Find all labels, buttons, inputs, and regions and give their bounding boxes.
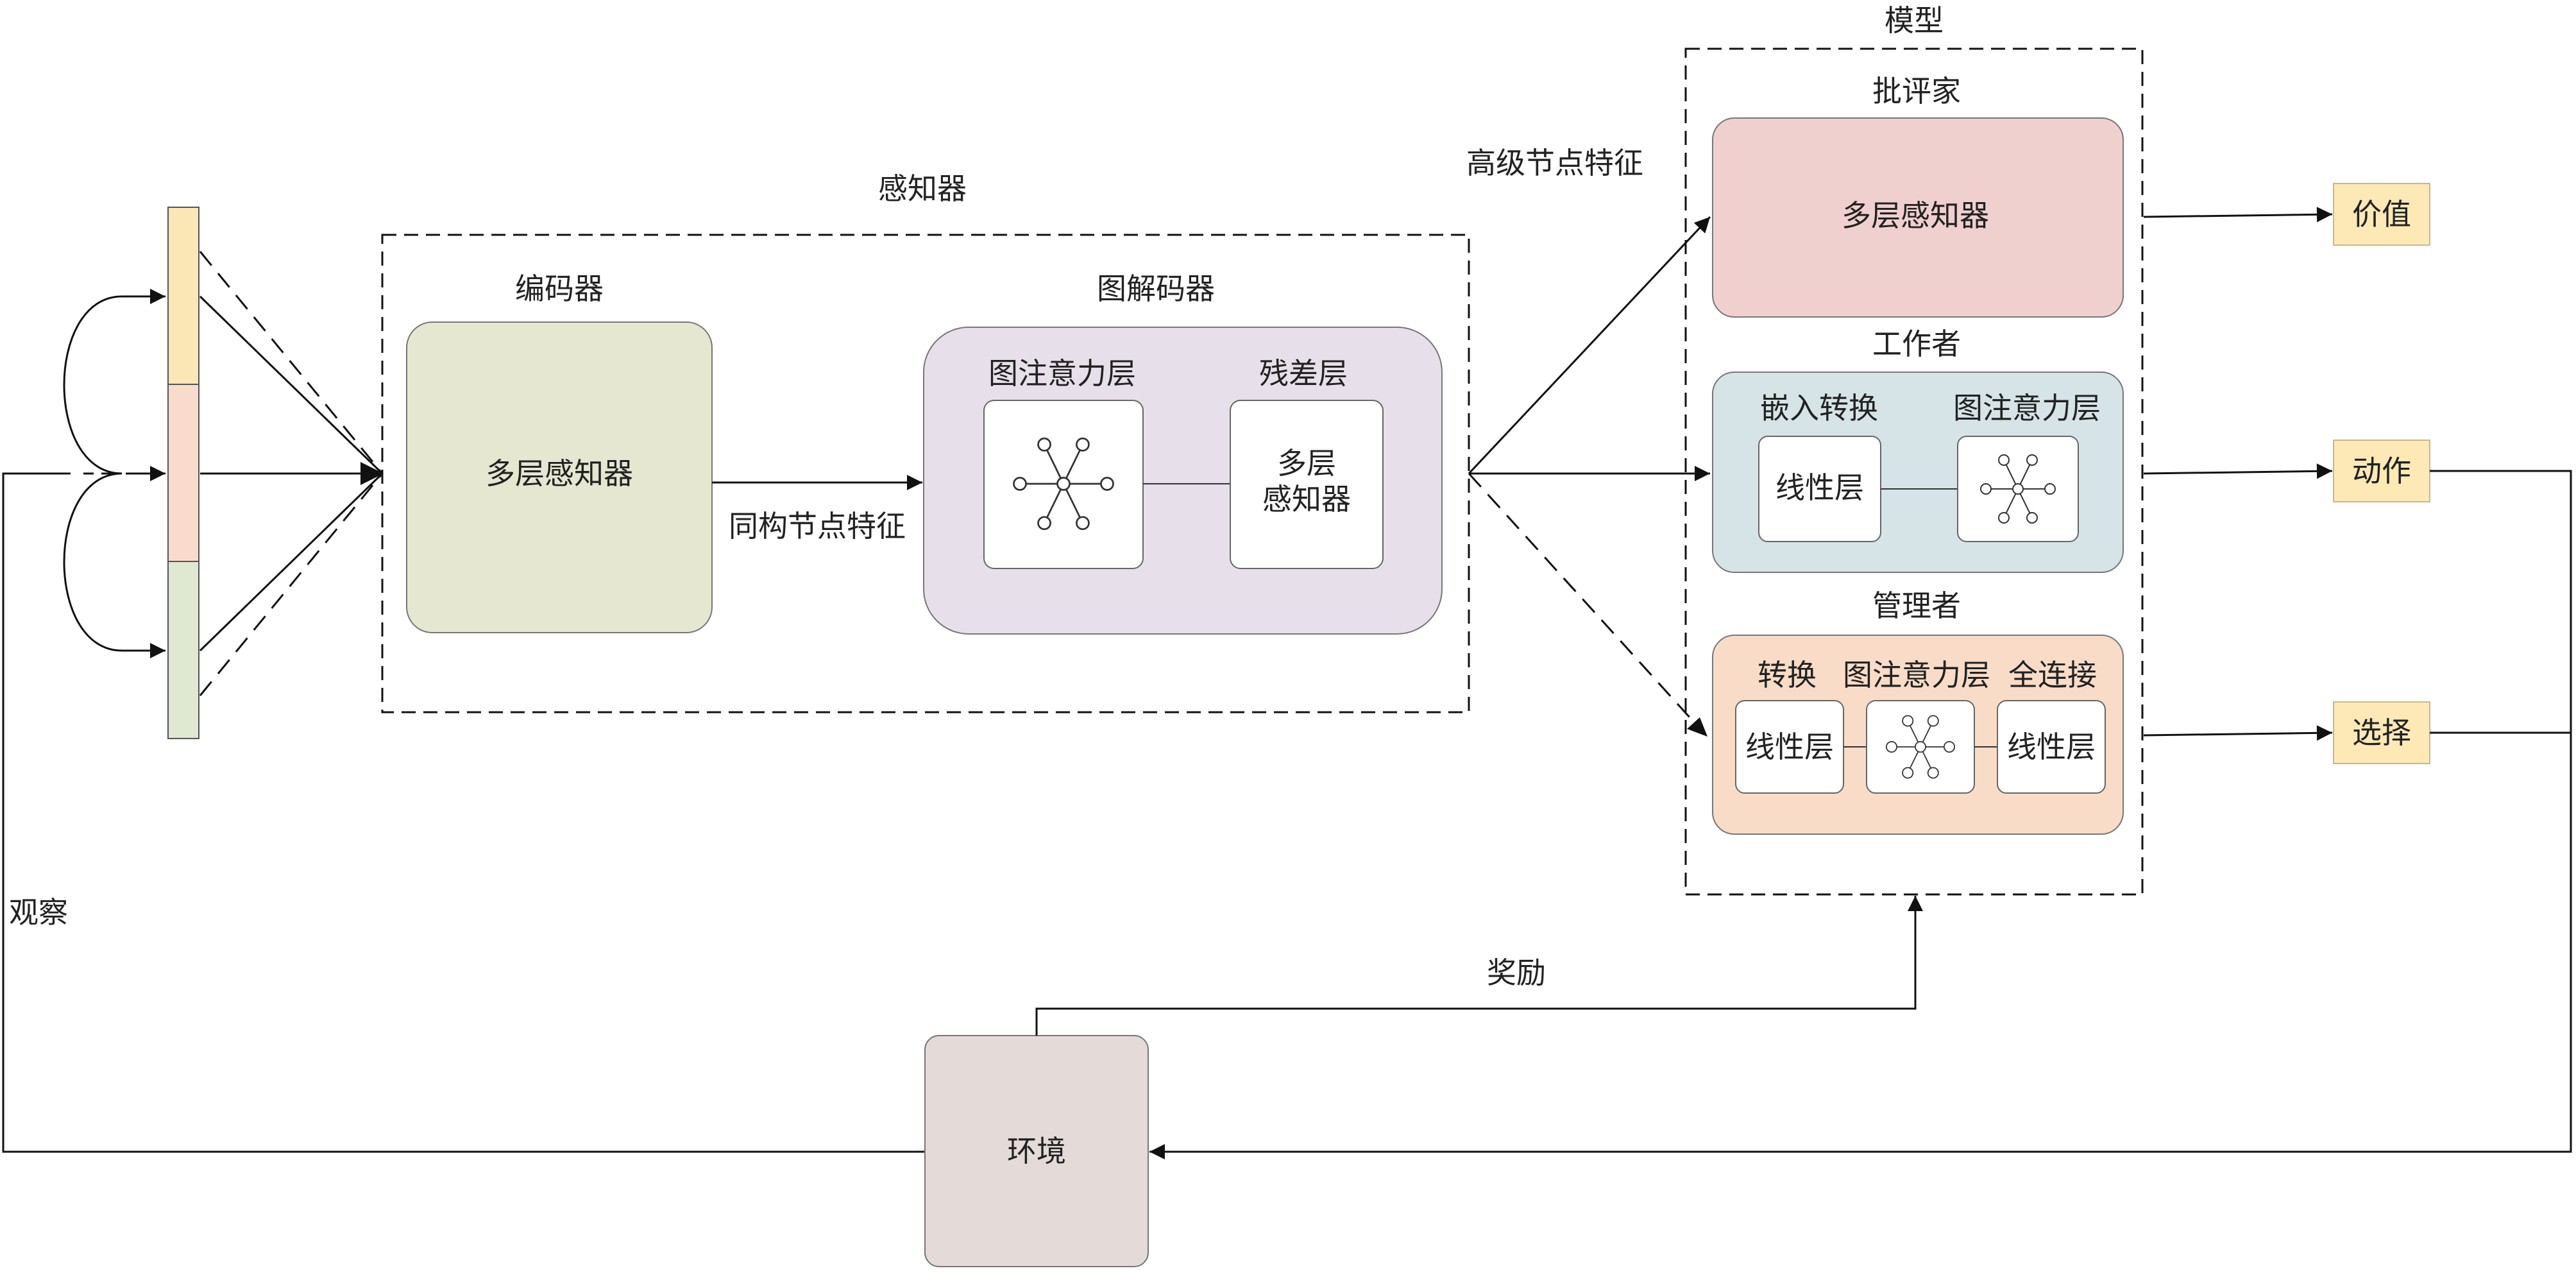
action-arrow <box>2143 463 2333 479</box>
manager-attention-label: 图注意力层 <box>1843 658 1990 692</box>
perceptor-container <box>381 234 1470 713</box>
obs-segment-top <box>167 207 199 385</box>
manager-graph-icon <box>1885 715 1956 779</box>
fan-in-lines <box>199 251 384 696</box>
value-text: 价值 <box>2352 197 2411 232</box>
fan-out-manager <box>1468 472 1692 720</box>
residual-text-line2: 感知器 <box>1262 482 1351 517</box>
worker-label: 工作者 <box>1872 327 1961 361</box>
critic-box <box>1712 117 2124 318</box>
environment-text: 环境 <box>1007 1134 1066 1168</box>
manager-convert-label: 转换 <box>1758 658 1817 692</box>
fan-out-critic <box>1468 216 1711 475</box>
obs-segment-bottom <box>167 561 199 739</box>
action-box <box>2333 440 2430 502</box>
obs-bracket-lower-arrow <box>63 472 165 658</box>
model-container <box>1684 47 2144 896</box>
choice-arrow <box>2143 725 2333 741</box>
value-box <box>2333 183 2430 246</box>
encoder-label: 编码器 <box>515 271 604 306</box>
decoder-attention-label: 图注意力层 <box>988 356 1136 391</box>
obs-bracket-upper-arrow <box>63 289 165 475</box>
fan-out-manager-arrowhead <box>1687 717 1707 737</box>
decoder-graph-icon <box>1013 437 1114 531</box>
worker-embed-label: 嵌入转换 <box>1760 391 1878 425</box>
value-arrow <box>2143 207 2333 223</box>
residual-label: 残差层 <box>1259 356 1348 391</box>
graph-decoder-label: 图解码器 <box>1097 271 1215 306</box>
manager-label: 管理者 <box>1872 588 1961 623</box>
residual-box <box>1230 400 1384 569</box>
encoder-mlp-text: 多层感知器 <box>486 456 633 491</box>
reward-label: 奖励 <box>1487 955 1546 990</box>
fan-in-arrowhead <box>360 462 384 485</box>
model-title: 模型 <box>1885 3 1944 38</box>
action-text: 动作 <box>2352 454 2411 488</box>
obs-segment-middle <box>167 384 199 562</box>
high-level-feature-label: 高级节点特征 <box>1466 146 1643 180</box>
residual-text-line1: 多层 <box>1277 446 1336 481</box>
manager-linear-right-text: 线性层 <box>2007 730 2096 764</box>
observation-line <box>2 472 925 1153</box>
manager-fc-label: 全连接 <box>2008 658 2097 692</box>
observation-vector <box>167 207 199 739</box>
critic-label: 批评家 <box>1872 74 1961 108</box>
reward-line <box>1035 896 1923 1036</box>
worker-graph-icon <box>1980 454 2056 524</box>
action-to-env-line <box>1149 470 2572 1159</box>
perceptor-label: 感知器 <box>878 171 967 206</box>
observation-label: 观察 <box>9 895 68 930</box>
worker-linear-text: 线性层 <box>1775 470 1864 505</box>
manager-linear-left-text: 线性层 <box>1745 730 1834 764</box>
manager-linear-right-box <box>1997 700 2106 794</box>
worker-attention-label: 图注意力层 <box>1953 391 2101 425</box>
critic-mlp-text: 多层感知器 <box>1842 198 1989 233</box>
isomorphic-feature-label: 同构节点特征 <box>729 509 906 543</box>
choice-text: 选择 <box>2352 715 2411 750</box>
encoder-box <box>406 321 713 633</box>
